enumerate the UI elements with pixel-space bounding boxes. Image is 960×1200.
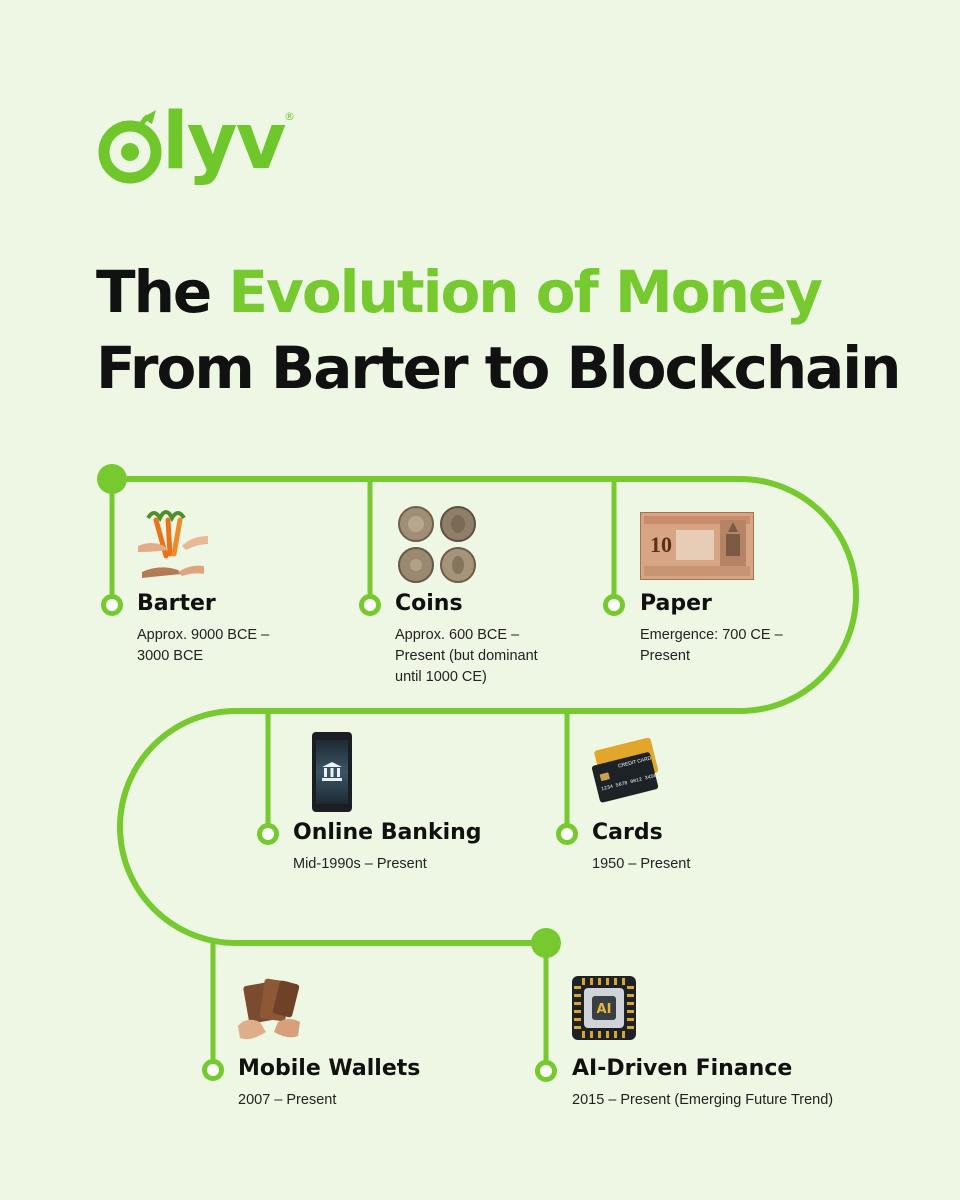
- milestone-dot: [257, 823, 279, 845]
- timeline-start-dot: [97, 464, 127, 494]
- page-title: The Evolution of Money From Barter to Bl…: [96, 254, 901, 406]
- registered-mark: ®: [284, 110, 295, 123]
- milestone-cards: Cards 1950 – Present: [592, 820, 792, 875]
- milestone-ai-driven-finance: AI-Driven Finance 2015 – Present (Emergi…: [572, 1056, 892, 1111]
- milestone-dot: [556, 823, 578, 845]
- milestone-paper: Paper Emergence: 700 CE – Present: [640, 591, 840, 667]
- milestone-coins: Coins Approx. 600 BCE – Present (but dom…: [395, 591, 595, 688]
- milestone-mobile-wallets: Mobile Wallets 2007 – Present: [238, 1056, 478, 1111]
- milestone-label: AI-Driven Finance: [572, 1056, 793, 1081]
- brand-logo: lyv ®: [96, 92, 306, 192]
- brand-name: lyv: [162, 97, 286, 187]
- milestone-dot: [535, 1060, 557, 1082]
- milestone-label: Paper: [640, 591, 712, 616]
- barter-vegetables-icon: [138, 510, 208, 578]
- milestone-barter: Barter Approx. 9000 BCE – 3000 BCE: [137, 591, 327, 667]
- timeline-end-dot: [531, 928, 561, 958]
- milestone-dot: [359, 594, 381, 616]
- banknote-value: 10: [650, 532, 672, 557]
- chip-label: AI: [597, 1002, 612, 1017]
- wallet-icon: [238, 978, 300, 1040]
- phone-bank-icon: [312, 732, 352, 812]
- milestone-date: Mid-1990s – Present: [293, 856, 427, 872]
- milestone-date: Approx. 9000 BCE – 3000 BCE: [137, 627, 270, 664]
- banknote-icon: 10: [640, 512, 754, 580]
- milestone-label: Cards: [592, 820, 663, 845]
- milestone-date: Emergence: 700 CE – Present: [640, 627, 783, 664]
- milestone-date: 1950 – Present: [592, 856, 691, 872]
- title-accent: Evolution of Money: [228, 258, 823, 326]
- logo-o-icon: [98, 110, 162, 184]
- milestone-dot: [101, 594, 123, 616]
- milestone-label: Mobile Wallets: [238, 1056, 421, 1081]
- credit-card-icon: CREDIT CARD 1234 5678 9012 3456: [591, 738, 659, 803]
- milestone-dot: [202, 1059, 224, 1081]
- milestone-label: Online Banking: [293, 820, 482, 845]
- milestone-online-banking: Online Banking Mid-1990s – Present: [293, 820, 533, 875]
- milestone-date: 2007 – Present: [238, 1092, 337, 1108]
- milestone-dot: [603, 594, 625, 616]
- milestone-date: Approx. 600 BCE – Present (but dominant …: [395, 627, 538, 685]
- coins-icon: [398, 506, 476, 583]
- milestone-date: 2015 – Present (Emerging Future Trend): [572, 1092, 834, 1108]
- milestone-label: Barter: [137, 591, 216, 616]
- title-subtitle: From Barter to Blockchain: [96, 334, 901, 402]
- title-word: The: [96, 258, 212, 326]
- ai-chip-icon: AI: [572, 976, 636, 1040]
- milestone-label: Coins: [395, 591, 463, 616]
